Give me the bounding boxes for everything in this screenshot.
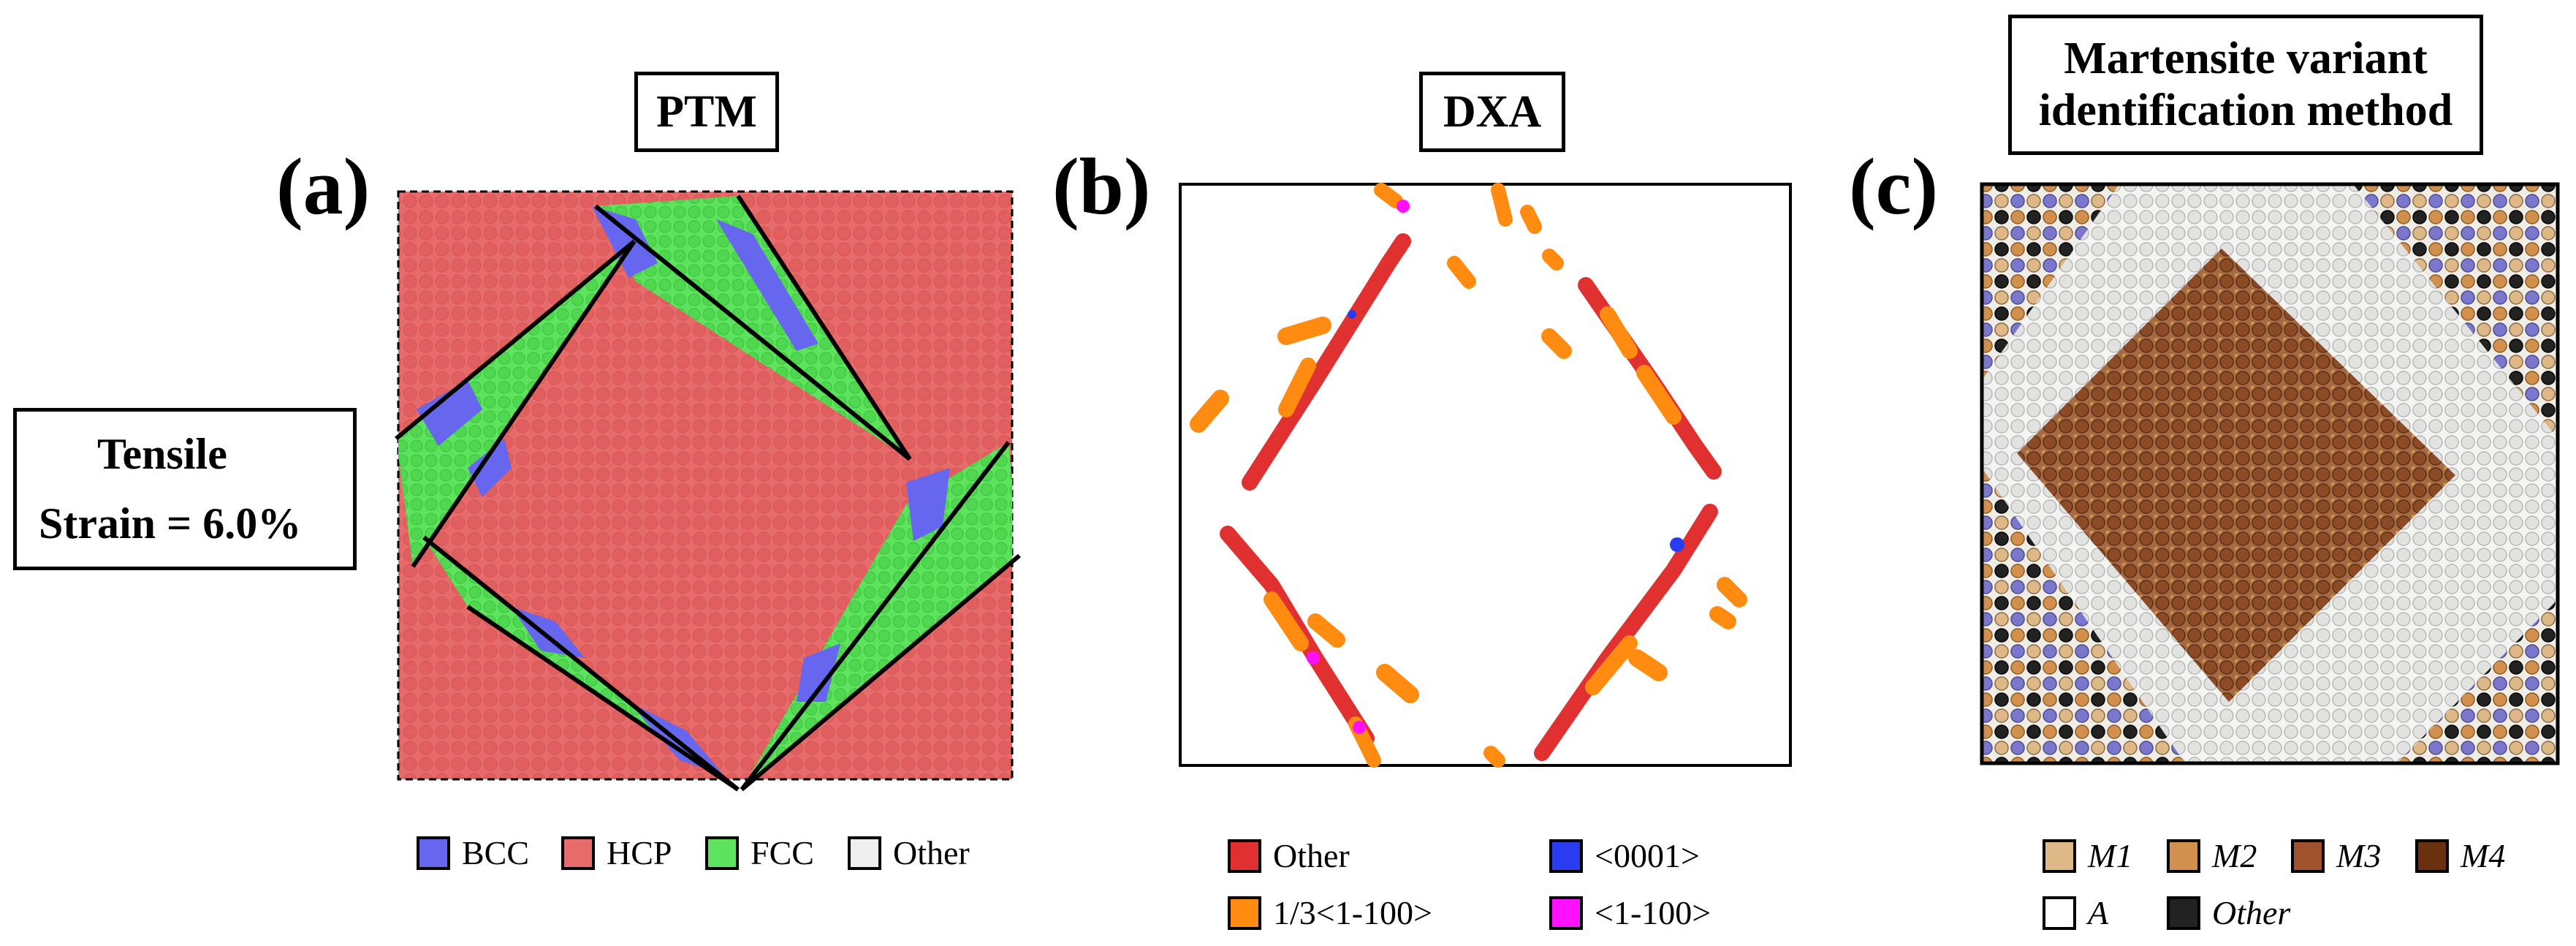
legend-label-m3: M3 xyxy=(2336,837,2382,874)
legend-label-hcp: HCP xyxy=(607,834,672,871)
legend-label-dxa-other: Other xyxy=(1273,837,1350,874)
legend-label-other: Other xyxy=(893,834,970,871)
legend-label-bcc: BCC xyxy=(462,834,530,871)
dxa-dot-blue-1 xyxy=(1670,537,1684,552)
panel-c-label: (c) xyxy=(1849,142,1939,231)
legend-swatch-variant-other xyxy=(2167,896,2200,930)
variant-map xyxy=(1980,182,2560,765)
dxa-seg-ul-5 xyxy=(1374,183,1403,208)
legend-swatch-m3 xyxy=(2291,839,2325,873)
variant-corner-br xyxy=(2397,599,2558,763)
dxa-seg-ur-5 xyxy=(1447,249,1564,289)
legend-label-13-1-100: 1/3<1-100> xyxy=(1273,894,1432,931)
legend-item-a: A xyxy=(2043,893,2108,932)
legend-label-m4: M4 xyxy=(2461,837,2506,874)
dxa-seg-ll-3 xyxy=(1307,613,1345,648)
legend-item-fcc: FCC xyxy=(705,833,814,872)
legend-item-bcc: BCC xyxy=(417,833,529,872)
fcc-band-left xyxy=(398,241,634,567)
strain-line-2: Strain = 6.0% xyxy=(39,499,302,548)
legend-item-hcp: HCP xyxy=(561,833,672,872)
ptm-map xyxy=(395,190,1021,792)
legend-item-variant-other: Other xyxy=(2167,893,2290,932)
legend-item-other: Other xyxy=(848,833,970,872)
dxa-seg-ul-2 xyxy=(1278,357,1316,417)
dxa-seg-ur-4 xyxy=(1541,328,1572,359)
dxa-dot-magenta-1 xyxy=(1397,200,1410,213)
legend-label-1-100: <1-100> xyxy=(1595,894,1711,931)
dxa-seg-ll-2 xyxy=(1264,591,1309,651)
legend-swatch-fcc xyxy=(705,836,739,870)
legend-label-m2: M2 xyxy=(2212,837,2257,874)
panel-c-title-line-2: identification method xyxy=(2038,86,2453,135)
panel-a-title: PTM xyxy=(634,72,779,152)
panel-c-title: Martensite variant identification method xyxy=(2008,15,2483,155)
legend-label-fcc: FCC xyxy=(751,834,814,871)
legend-item-m4: M4 xyxy=(2415,836,2505,875)
dxa-seg-ul-3 xyxy=(1277,317,1331,345)
panel-b-title: DXA xyxy=(1419,72,1565,152)
legend-swatch-m1 xyxy=(2043,839,2076,873)
strain-line-1: Tensile xyxy=(97,430,227,478)
dxa-seg-ll-4 xyxy=(1376,664,1419,703)
legend-swatch-m2 xyxy=(2167,839,2200,873)
legend-swatch-hcp xyxy=(561,836,595,870)
legend-label-0001: <0001> xyxy=(1595,837,1700,874)
legend-label-variant-other: Other xyxy=(2212,894,2291,931)
legend-swatch-m4 xyxy=(2415,839,2449,873)
variant-martensite-core xyxy=(2017,249,2455,702)
legend-item-0001: <0001> xyxy=(1549,836,1700,875)
legend-item-m2: M2 xyxy=(2167,836,2257,875)
dxa-dot-magenta-2 xyxy=(1307,651,1320,665)
legend-item-m1: M1 xyxy=(2043,836,2132,875)
legend-item-m3: M3 xyxy=(2291,836,2381,875)
legend-item-1-100: <1-100> xyxy=(1549,893,1711,932)
legend-swatch-a xyxy=(2043,896,2076,930)
dxa-seg-ul-1 xyxy=(1242,233,1411,491)
legend-swatch-bcc xyxy=(417,836,450,870)
ptm-boundary-lines xyxy=(395,194,1021,792)
bcc-fringe-left xyxy=(417,380,512,497)
dxa-seg-lr-3 xyxy=(1628,649,1668,681)
legend-swatch-0001 xyxy=(1549,839,1583,873)
legend-swatch-13-1-100 xyxy=(1228,896,1261,930)
dxa-seg-ur-2 xyxy=(1600,306,1682,425)
dxa-dot-magenta-3 xyxy=(1353,721,1366,734)
legend-label-a: A xyxy=(2088,894,2109,931)
variant-corner-bl xyxy=(1982,468,2185,763)
dxa-seg-ur-3 xyxy=(1491,183,1542,234)
legend-label-m1: M1 xyxy=(2088,837,2133,874)
panel-c-title-line-1: Martensite variant xyxy=(2064,34,2428,83)
bcc-fringe-right xyxy=(797,468,950,702)
panel-b-label: (b) xyxy=(1052,142,1151,231)
legend-item-13-1-100: 1/3<1-100> xyxy=(1228,893,1432,932)
dxa-seg-lr-1 xyxy=(1534,504,1718,761)
legend-swatch-1-100 xyxy=(1549,896,1583,930)
dxa-dot-blue-2 xyxy=(1348,310,1356,319)
legend-swatch-other xyxy=(848,836,881,870)
legend-item-dxa-other: Other xyxy=(1228,836,1350,875)
variant-corner-tl xyxy=(1982,184,2119,380)
dxa-seg-lr-4 xyxy=(1709,577,1747,629)
dxa-seg-ul-4 xyxy=(1190,390,1229,433)
variant-corner-tr xyxy=(2353,184,2558,439)
dxa-map xyxy=(1179,183,1792,768)
panel-a-label: (a) xyxy=(276,142,371,231)
dxa-seg-lr-5 xyxy=(1483,746,1505,768)
dxa-seg-lr-2 xyxy=(1585,635,1638,695)
legend-swatch-dxa-other xyxy=(1228,839,1261,873)
strain-box: Tensile Strain = 6.0% xyxy=(13,408,357,570)
